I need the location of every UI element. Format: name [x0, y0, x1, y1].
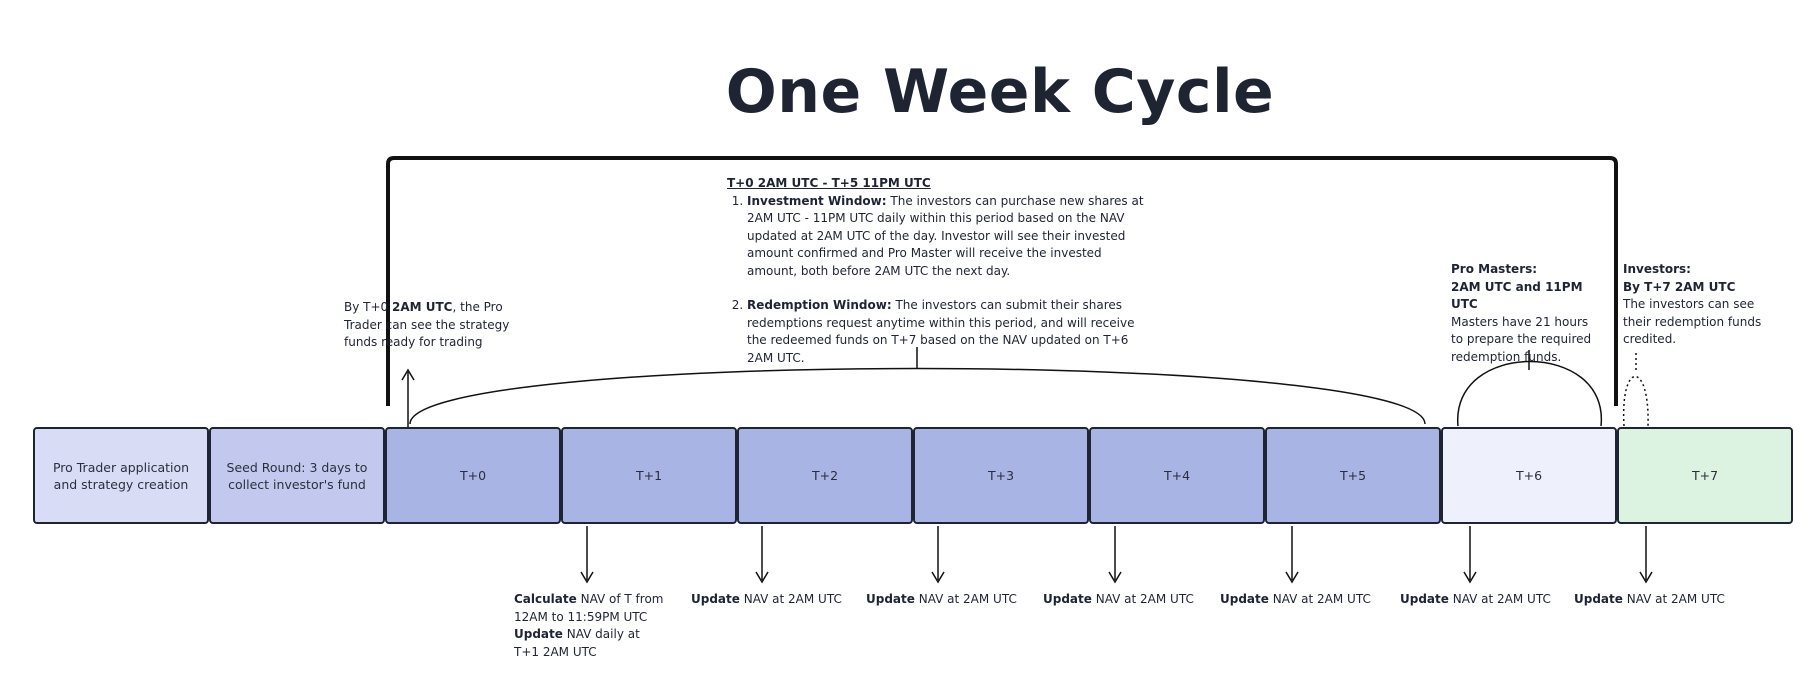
t0-note: By T+0 2AM UTC, the Pro Trader can see t… — [344, 299, 514, 352]
t1-update-note: Calculate NAV of T from 12AM to 11:59PM … — [514, 591, 664, 661]
investors-note: Investors: By T+7 2AM UTC The investors … — [1623, 261, 1773, 349]
pro-masters-note: Pro Masters: 2AM UTC and 11PM UTC Master… — [1451, 261, 1601, 366]
box-label: T+4 — [1163, 468, 1191, 483]
update-text: NAV at 2AM UTC — [1272, 592, 1371, 606]
box-label: Pro Trader application and strategy crea… — [52, 459, 190, 492]
t0-up-arrow-head — [401, 368, 415, 381]
t7-dotted-arc — [1622, 376, 1649, 427]
update-text: NAV at 2AM UTC — [1626, 592, 1725, 606]
box-t4: T+4 — [1089, 427, 1265, 524]
box-t3: T+3 — [913, 427, 1089, 524]
box-label: T+3 — [987, 468, 1015, 483]
redemption-window-title: Redemption Window: — [747, 298, 892, 312]
update-text: NAV at 2AM UTC — [1095, 592, 1194, 606]
investment-window-text: The investors can purchase new shares at… — [747, 193, 1144, 278]
box-t1: T+1 — [561, 427, 737, 524]
update-text: NAV at 2AM UTC — [918, 592, 1017, 606]
box-label: T+6 — [1515, 468, 1543, 483]
calc-text: NAV of T from 12AM to 11:59PM UTC — [514, 592, 664, 624]
calc-bold: Calculate — [514, 592, 577, 606]
t3-update-note: Update NAV at 2AM UTC — [866, 591, 1017, 609]
investors-time: By T+7 2AM UTC — [1623, 279, 1736, 294]
update-bold: Update — [1043, 592, 1092, 606]
box-label: T+5 — [1339, 468, 1367, 483]
t4-update-note: Update NAV at 2AM UTC — [1043, 591, 1194, 609]
box-label: T+7 — [1691, 468, 1719, 483]
pro-masters-title: Pro Masters: — [1451, 262, 1538, 276]
window-header: T+0 2AM UTC - T+5 11PM UTC — [727, 176, 931, 190]
box-t7: T+7 — [1617, 427, 1793, 524]
box-label: T+2 — [811, 468, 839, 483]
t0-note-bold: 2AM UTC — [392, 300, 453, 314]
box-t5: T+5 — [1265, 427, 1441, 524]
update-bold: Update — [691, 592, 740, 606]
update-bold: Update — [514, 627, 563, 641]
t0-note-pre: By T+0 — [344, 300, 389, 314]
update-text: NAV daily at T+1 2AM UTC — [514, 627, 640, 659]
box-pro-trader-application: Pro Trader application and strategy crea… — [33, 427, 209, 524]
week-bracket — [386, 156, 1618, 406]
box-seed-round: Seed Round: 3 days to collect investor's… — [209, 427, 385, 524]
investment-window-title: Investment Window: — [747, 193, 887, 208]
window-description: T+0 2AM UTC - T+5 11PM UTC Investment Wi… — [727, 175, 1147, 384]
t7-update-note: Update NAV at 2AM UTC — [1574, 591, 1725, 609]
update-text: NAV at 2AM UTC — [1452, 592, 1551, 606]
box-label: Seed Round: 3 days to collect investor's… — [226, 459, 368, 492]
t2-update-note: Update NAV at 2AM UTC — [691, 591, 842, 609]
page-title: One Week Cycle — [725, 57, 1275, 127]
box-t6: T+6 — [1441, 427, 1617, 524]
pro-masters-time: 2AM UTC and 11PM UTC — [1451, 279, 1583, 312]
t6-arc — [1457, 360, 1602, 427]
t5-update-note: Update NAV at 2AM UTC — [1220, 591, 1371, 609]
update-bold: Update — [1220, 592, 1269, 606]
box-t2: T+2 — [737, 427, 913, 524]
redemption-window-text: The investors can submit their shares re… — [747, 298, 1135, 365]
update-bold: Update — [1574, 592, 1623, 606]
redemption-window-item: Redemption Window: The investors can sub… — [747, 297, 1147, 367]
t6-update-note: Update NAV at 2AM UTC — [1400, 591, 1551, 609]
box-label: T+1 — [635, 468, 663, 483]
investment-window-item: Investment Window: The investors can pur… — [747, 193, 1147, 281]
box-t0: T+0 — [385, 427, 561, 524]
box-label: T+0 — [459, 468, 487, 483]
pro-masters-text: Masters have 21 hours to prepare the req… — [1451, 314, 1592, 364]
investors-text: The investors can see their redemption f… — [1623, 297, 1762, 346]
update-bold: Update — [1400, 592, 1449, 606]
update-bold: Update — [866, 592, 915, 606]
update-text: NAV at 2AM UTC — [743, 592, 842, 606]
t0-note-post: , the Pro Trader can see the strategy fu… — [344, 300, 510, 349]
investors-title: Investors: — [1623, 262, 1691, 276]
